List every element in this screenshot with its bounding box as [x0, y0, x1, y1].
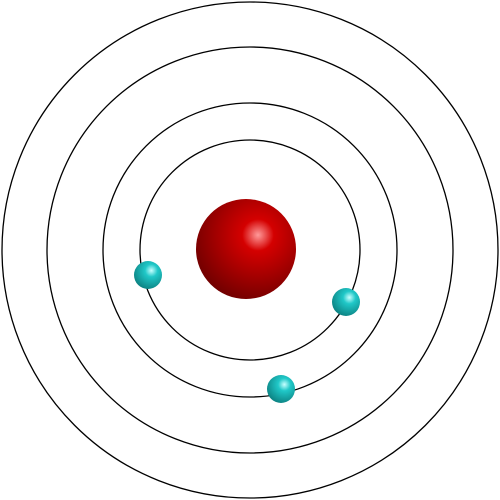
orbit-shell-3 — [46, 46, 454, 454]
orbit-shell-2 — [102, 102, 398, 398]
electrons — [134, 261, 360, 403]
orbit-shell-1 — [139, 139, 361, 361]
electron-left-shell-1 — [134, 261, 162, 289]
electron-right-shell-1 — [332, 288, 360, 316]
nucleus — [196, 199, 296, 299]
electron-bottom-shell-2 — [267, 375, 295, 403]
